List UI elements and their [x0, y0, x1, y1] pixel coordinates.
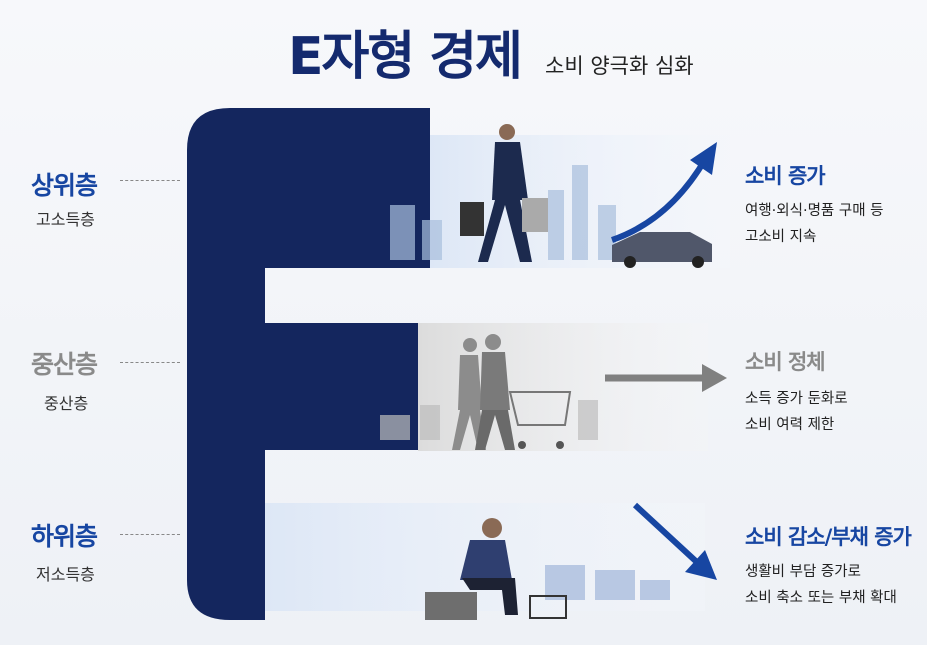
couple-shopping-cart-icon [452, 334, 572, 450]
city-skyline-gray-icon [380, 400, 598, 440]
page-subtitle: 소비 양극화 심화 [545, 54, 694, 78]
lower-heading: 소비 감소/부채 증가 [745, 525, 912, 549]
distressed-man-icon [425, 518, 567, 620]
page-title: E자형 경제 [288, 27, 523, 87]
upper-heading: 소비 증가 [745, 164, 826, 188]
tier-upper-sublabel: 고소득층 [36, 210, 95, 229]
divider [120, 180, 180, 181]
businessman-shopping-icon [460, 124, 548, 262]
divider [120, 534, 180, 535]
tier-middle-label: 중산층 [31, 350, 98, 379]
tier-upper-label: 상위층 [31, 171, 98, 200]
middle-heading: 소비 정체 [745, 350, 826, 374]
upper-description: 여행·외식·명품 구매 등 고소비 지속 [745, 203, 884, 245]
divider [120, 362, 180, 363]
tier-middle-sublabel: 중산층 [44, 394, 89, 413]
letter-e-shape [187, 108, 430, 620]
trend-down-arrow-icon [632, 502, 703, 568]
trend-up-arrow-icon [611, 156, 709, 243]
lower-description: 생활비 부담 증가로 소비 축소 또는 부채 확대 [745, 564, 897, 606]
tier-lower-label: 하위층 [31, 522, 98, 551]
houses-icon [545, 565, 670, 600]
car-icon [612, 232, 712, 268]
tier-lower-sublabel: 저소득층 [36, 565, 95, 584]
middle-description: 소득 증가 둔화로 소비 여력 제한 [745, 391, 848, 433]
city-skyline-icon [390, 165, 616, 260]
